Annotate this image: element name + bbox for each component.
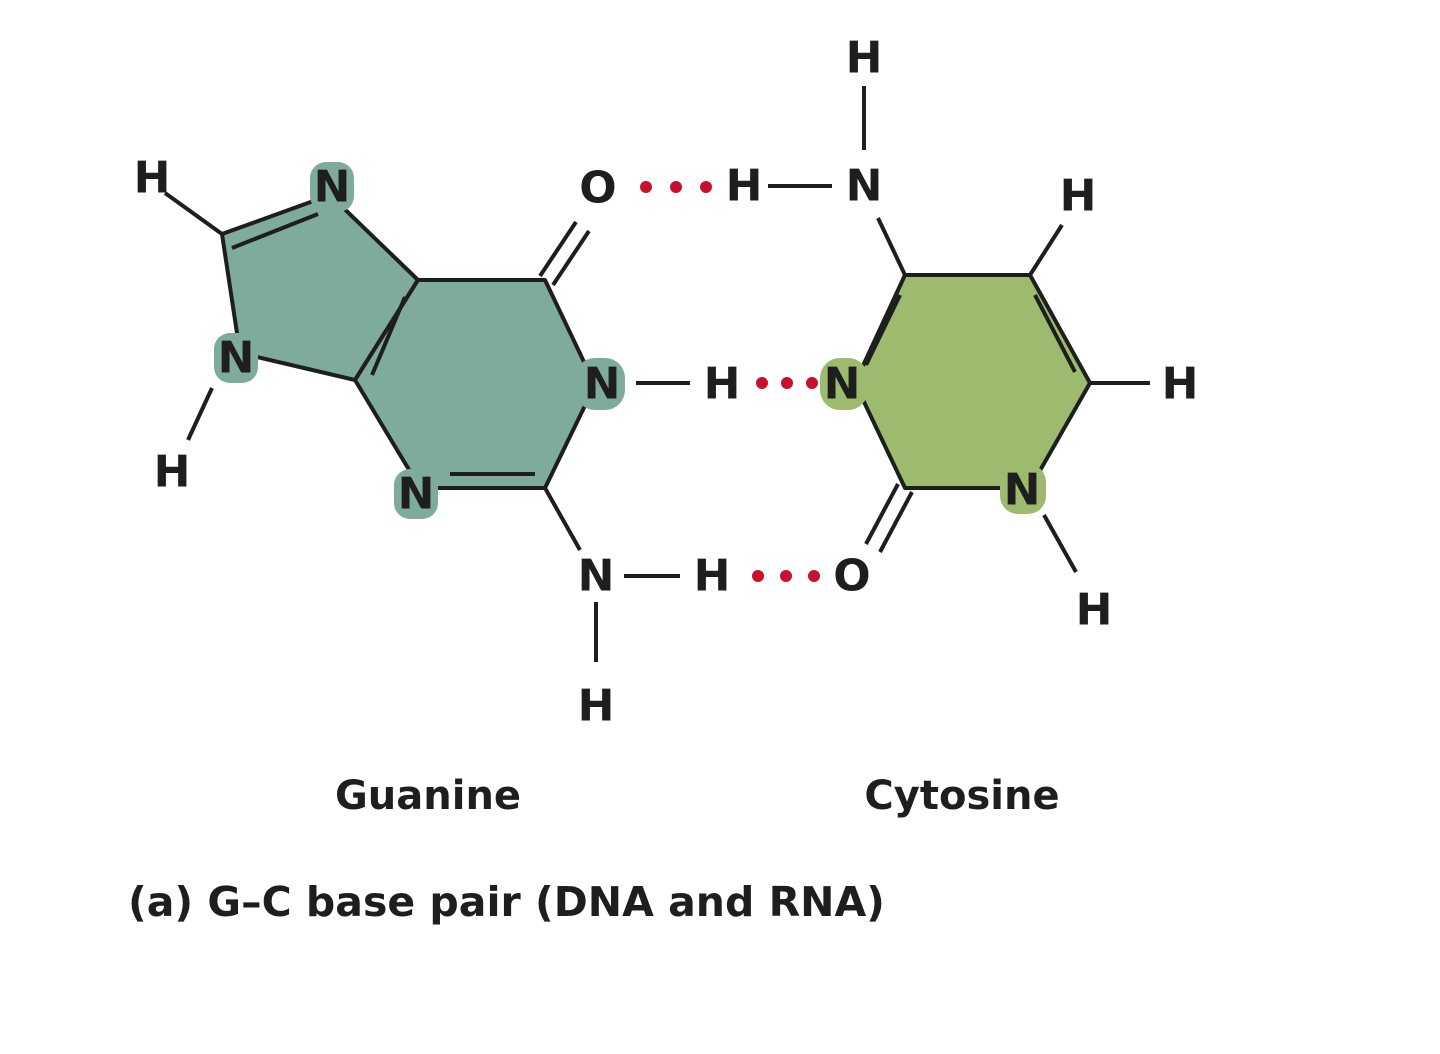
cytosine-c2-o-bond-a — [864, 483, 900, 545]
cytosine-n1-h-bond — [1042, 514, 1078, 573]
cytosine-n1-label-bg — [1000, 464, 1046, 514]
guanine-c8-n7-double-bond — [231, 212, 319, 250]
guanine-n9-h-bond — [186, 387, 214, 441]
cytosine-amine-h-top-atom: H — [846, 33, 883, 84]
hbond-middle-dot — [806, 377, 818, 389]
guanine-c4-c5-double-bond — [370, 296, 407, 376]
guanine-n3-atom: N — [398, 469, 435, 520]
cytosine-c4-n3-double-bond — [864, 294, 902, 366]
guanine-n7-label-bg — [310, 162, 354, 212]
cytosine-amine-n-atom: N — [846, 161, 883, 212]
hbond-top-dot — [700, 181, 712, 193]
guanine-n9-label-bg — [214, 333, 258, 383]
cytosine-label: Cytosine — [864, 773, 1059, 819]
guanine-label: Guanine — [335, 773, 521, 819]
guanine-amine-n-atom: N — [578, 551, 615, 602]
cytosine-n3-atom: N — [824, 359, 861, 410]
cytosine-h-c6-atom: H — [1162, 359, 1199, 410]
guanine-h-c8-bond — [163, 191, 224, 236]
guanine-n1-label-bg — [575, 358, 625, 410]
guanine-n7-atom: N — [314, 162, 351, 213]
figure-caption: (a) G–C base pair (DNA and RNA) — [128, 878, 885, 926]
cytosine-c5-h-bond — [1028, 223, 1064, 277]
cytosine-n1-atom: N — [1004, 465, 1041, 516]
guanine-c2-amine-bond — [543, 487, 582, 551]
guanine-c6-o-bond-b — [551, 229, 591, 287]
cytosine-c4-amine-bond — [876, 217, 907, 276]
cytosine-n3-label-bg — [820, 358, 868, 410]
guanine-h-n9-atom: H — [154, 447, 191, 498]
hbond-bottom-dot — [752, 570, 764, 582]
hbond-bottom-dot — [780, 570, 792, 582]
cytosine-o2-atom: O — [833, 551, 870, 602]
guanine-o6-atom: O — [579, 163, 616, 214]
cytosine-c2-o-bond-b — [878, 491, 914, 553]
cytosine-h-n1-atom: H — [1076, 585, 1113, 636]
cytosine-ring — [853, 273, 1092, 490]
hbond-bottom-dot — [808, 570, 820, 582]
cytosine-c5-c6-double-bond — [1033, 294, 1077, 373]
guanine-c6-o-bond-a — [538, 220, 578, 278]
hbond-top-dot — [670, 181, 682, 193]
hbond-middle-dot — [756, 377, 768, 389]
cytosine-h-c5-atom: H — [1060, 171, 1097, 222]
guanine-h-n1-atom: H — [704, 359, 741, 410]
guanine-amine-h-down-atom: H — [578, 681, 615, 732]
guanine-n1-atom: N — [584, 359, 621, 410]
guanine-n3-label-bg — [394, 469, 438, 519]
guanine-amine-h-atom: H — [694, 551, 731, 602]
hbond-middle-dot — [781, 377, 793, 389]
guanine-h-c8-atom: H — [134, 153, 171, 204]
cytosine-amine-h-atom: H — [726, 161, 763, 212]
guanine-n9-atom: N — [218, 333, 255, 384]
hbond-top-dot — [640, 181, 652, 193]
